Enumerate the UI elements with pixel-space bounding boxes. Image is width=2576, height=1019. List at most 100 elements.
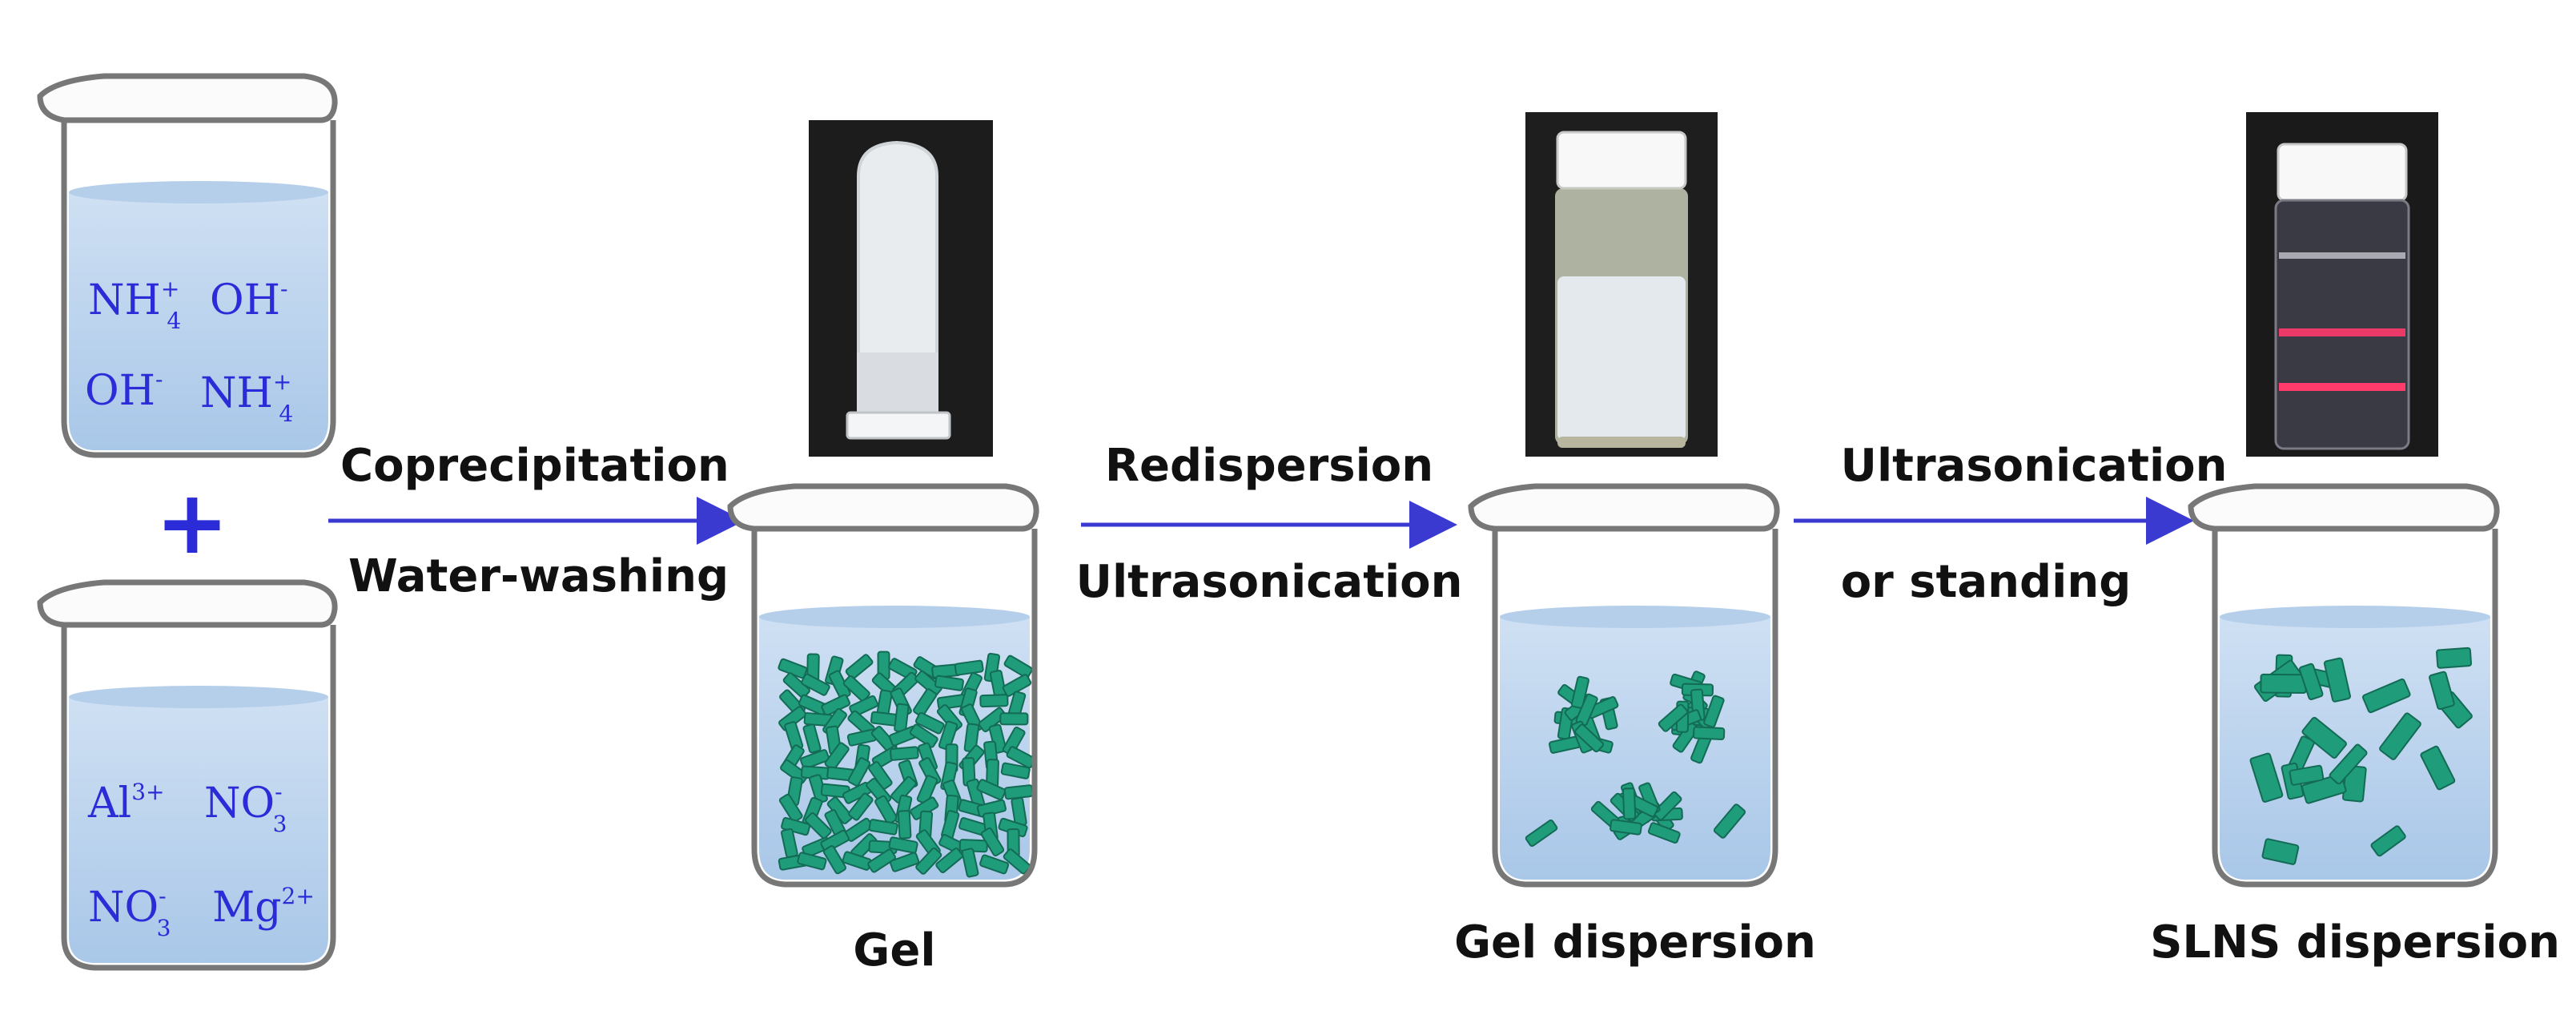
particle	[888, 836, 918, 854]
particle	[2329, 743, 2368, 785]
particle	[1609, 819, 1642, 836]
liquid-surface	[1500, 606, 1770, 628]
particle	[2429, 671, 2455, 711]
particle	[988, 723, 1007, 754]
particle	[2323, 657, 2351, 703]
tube-body	[857, 140, 938, 418]
particle	[1672, 721, 1699, 753]
particle	[976, 779, 1007, 801]
particle	[914, 670, 942, 697]
particle	[897, 810, 912, 840]
vial-liquid	[1557, 276, 1686, 441]
particle	[2436, 646, 2473, 669]
particle	[1003, 654, 1033, 679]
particle	[938, 720, 958, 751]
particle	[890, 746, 919, 761]
particle	[2249, 752, 2284, 803]
particle	[890, 852, 920, 872]
particle	[980, 827, 1005, 857]
particle	[1622, 787, 1637, 820]
photo-gel-tube	[809, 120, 993, 457]
step-label-line1: Coprecipitation	[340, 440, 729, 492]
step-label-line2: Ultrasonication	[1076, 556, 1463, 608]
step-label-line2: or standing	[1841, 556, 2132, 608]
vial-cap	[2277, 143, 2408, 202]
beaker-slns-dispersion	[2188, 483, 2500, 888]
particle	[2261, 838, 2300, 865]
particle	[2298, 663, 2324, 701]
step-label-line2: Water-washing	[348, 550, 729, 602]
nanosheet-cluster	[2249, 646, 2473, 865]
ion-aluminum: Al3+	[87, 779, 164, 828]
ion-hydroxide-1: OH-	[210, 276, 287, 324]
particle	[1003, 784, 1034, 800]
particle	[999, 712, 1029, 726]
beaker-rim	[727, 483, 1039, 532]
step-coprecipitation: Coprecipitation Water-washing	[328, 440, 745, 602]
vial-cap	[1556, 131, 1687, 190]
plus-symbol: +	[155, 471, 229, 574]
particle	[1574, 723, 1605, 753]
vial-highlight	[2279, 252, 2405, 259]
beaker-body	[751, 529, 1038, 888]
particle	[1000, 762, 1031, 779]
beaker-rim	[2188, 483, 2500, 532]
particle	[1658, 703, 1689, 732]
particle	[1525, 819, 1558, 848]
beaker-gel-dispersion	[1468, 483, 1780, 888]
vial-base	[1557, 437, 1686, 448]
ion-ammonium-2: NH+4	[200, 369, 293, 427]
particle	[800, 749, 830, 770]
beaker-body	[61, 120, 336, 458]
step-redispersion: Redispersion Ultrasonication	[1076, 440, 1463, 608]
liquid-surface	[69, 686, 328, 708]
step-label-line1: Redispersion	[1105, 440, 1433, 492]
beaker-liquid	[69, 697, 328, 963]
particle	[961, 848, 979, 878]
beaker-rim	[1468, 483, 1780, 532]
ion-hydroxide-2: OH-	[85, 366, 163, 415]
particle	[820, 829, 850, 853]
particle	[868, 819, 898, 836]
beaker-liquid	[69, 192, 328, 450]
particle	[778, 793, 803, 823]
photo-gel-dispersion-vial	[1525, 112, 1718, 457]
particle	[780, 759, 809, 784]
particle	[894, 703, 910, 733]
particle	[847, 757, 871, 787]
particle	[781, 816, 811, 836]
particle	[805, 812, 832, 840]
beaker-rim	[37, 73, 338, 123]
particle	[978, 707, 1007, 733]
ion-magnesium: Mg2+	[212, 883, 315, 932]
beaker-reactant-top: NH+4 OH- OH- NH+4	[37, 73, 338, 458]
caption-gel: Gel	[853, 924, 935, 977]
tube-cap	[846, 411, 951, 440]
particle	[1703, 695, 1725, 728]
particle	[848, 792, 874, 821]
particle	[935, 848, 964, 873]
liquid-surface	[759, 606, 1030, 628]
particle	[801, 673, 830, 696]
particle	[954, 659, 984, 676]
particle	[867, 848, 897, 873]
ion-nitrate-1: NO-3	[204, 779, 287, 837]
particle	[979, 694, 1009, 708]
particle	[822, 845, 847, 875]
liquid-surface	[69, 181, 328, 203]
particle	[979, 854, 1010, 875]
laser-beam	[2279, 328, 2405, 336]
particle	[1002, 674, 1032, 697]
particle	[782, 672, 810, 699]
particle	[1692, 726, 1726, 741]
particle	[2362, 678, 2411, 714]
particle	[2289, 764, 2325, 786]
beaker-gel	[727, 483, 1039, 888]
beaker-rim	[37, 579, 338, 628]
beaker-body	[2212, 529, 2498, 888]
ion-nitrate-2: NO-3	[88, 883, 171, 941]
particle	[2260, 673, 2307, 694]
ion-ammonium-1: NH+4	[88, 276, 181, 334]
caption-gel-dispersion: Gel dispersion	[1454, 916, 1816, 969]
